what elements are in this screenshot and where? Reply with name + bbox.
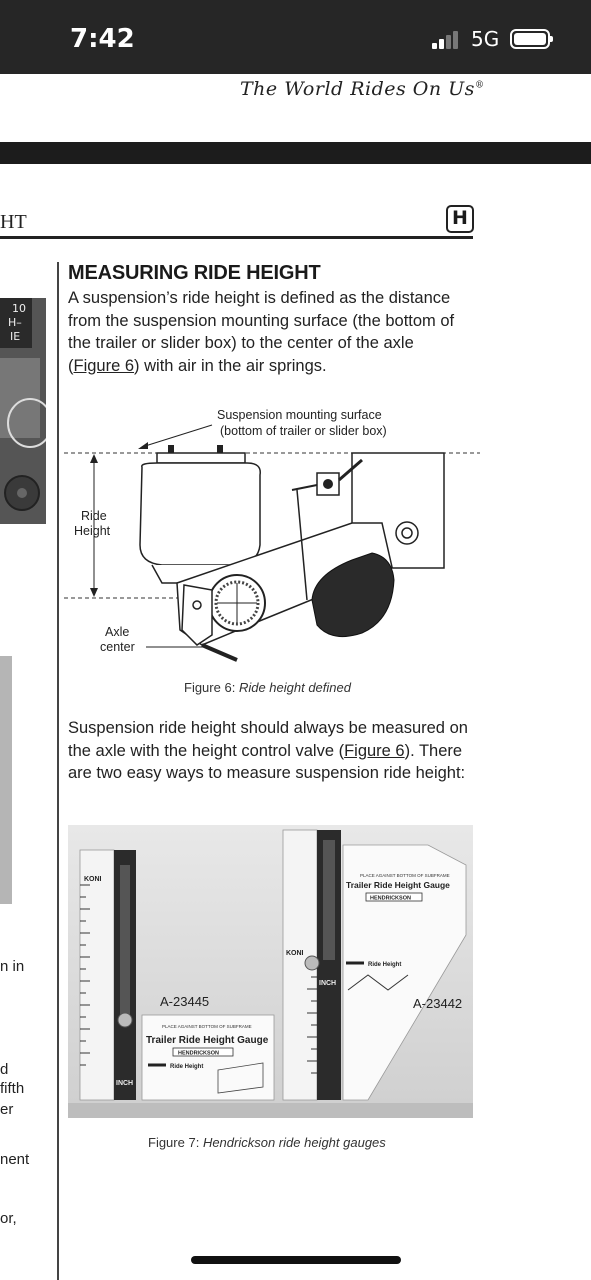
left-text-fragment: or, <box>0 1210 17 1227</box>
left-photo-gauge: 10 H– IE <box>0 298 46 524</box>
right-card-ride: Ride Height <box>368 962 401 968</box>
section-title-fragment: HT <box>0 211 27 233</box>
right-card-title: Trailer Ride Height Gauge <box>346 880 450 890</box>
figure-6-caption: Figure 6: Ride height defined <box>184 680 351 695</box>
label-mounting-surface-sub: (bottom of trailer or slider box) <box>220 424 387 438</box>
svg-text:IE: IE <box>10 330 20 343</box>
right-gauge-inch: INCH <box>319 980 336 987</box>
figure-7-photo: KONI INCH A-23445 PLACE AGAINST BOTTOM O… <box>68 825 473 1118</box>
paragraph-measuring-instructions: Suspension ride height should always be … <box>68 719 468 782</box>
left-text-fragment: n in <box>0 958 25 975</box>
home-indicator[interactable] <box>191 1256 401 1264</box>
right-gauge-id: A-23442 <box>413 996 462 1011</box>
right-card-place: PLACE AGAINST BOTTOM OF SUBFRAME <box>360 873 450 878</box>
label-axle-center: center <box>100 640 135 654</box>
left-text-fragment: er <box>0 1101 14 1118</box>
label-axle: Axle <box>105 625 129 639</box>
left-text-fragment: nent <box>0 1151 30 1168</box>
svg-text:H–: H– <box>8 316 22 329</box>
left-card-title: Trailer Ride Height Gauge <box>146 1035 269 1046</box>
left-card-ride: Ride Height <box>170 1064 203 1070</box>
figure-6-link[interactable]: Figure 6 <box>73 356 135 375</box>
paragraph-ride-height-definition: A suspension’s ride height is defined as… <box>68 289 455 375</box>
signal-icon <box>432 31 462 49</box>
left-text-fragment: d <box>0 1061 9 1078</box>
svg-text:10: 10 <box>12 302 26 315</box>
brand-tagline: The World Rides On Us® <box>240 78 485 100</box>
left-text-fragment: fifth <box>0 1080 25 1097</box>
figure-7-caption: Figure 7: Hendrickson ride height gauges <box>148 1135 386 1150</box>
label-mounting-surface: Suspension mounting surface <box>217 408 382 422</box>
figure-6-diagram: Suspension mounting surface (bottom of t… <box>62 405 482 675</box>
header-rule <box>0 236 473 239</box>
right-card-brand: HENDRICKSON <box>370 896 411 902</box>
status-bar: 7:42 5G <box>0 0 591 74</box>
section-heading: MEASURING RIDE HEIGHT <box>68 262 321 284</box>
left-card-place: PLACE AGAINST BOTTOM OF SUBFRAME <box>162 1024 252 1029</box>
left-photo-fragment <box>0 656 12 904</box>
hendrickson-logo-icon: H <box>446 205 474 233</box>
left-gauge-inch: INCH <box>116 1080 133 1087</box>
column-divider <box>57 262 59 1280</box>
label-ride: Ride <box>81 509 107 523</box>
left-gauge-koni: KONI <box>84 876 102 883</box>
label-height: Height <box>74 524 111 538</box>
battery-icon <box>510 29 553 49</box>
left-card-brand: HENDRICKSON <box>178 1051 219 1057</box>
network-label: 5G <box>471 27 500 51</box>
right-gauge-koni: KONI <box>286 950 304 957</box>
left-gauge-id: A-23445 <box>160 994 209 1009</box>
figure-6-link[interactable]: Figure 6 <box>344 741 405 760</box>
header-band <box>0 142 591 164</box>
status-time: 7:42 <box>70 24 135 54</box>
